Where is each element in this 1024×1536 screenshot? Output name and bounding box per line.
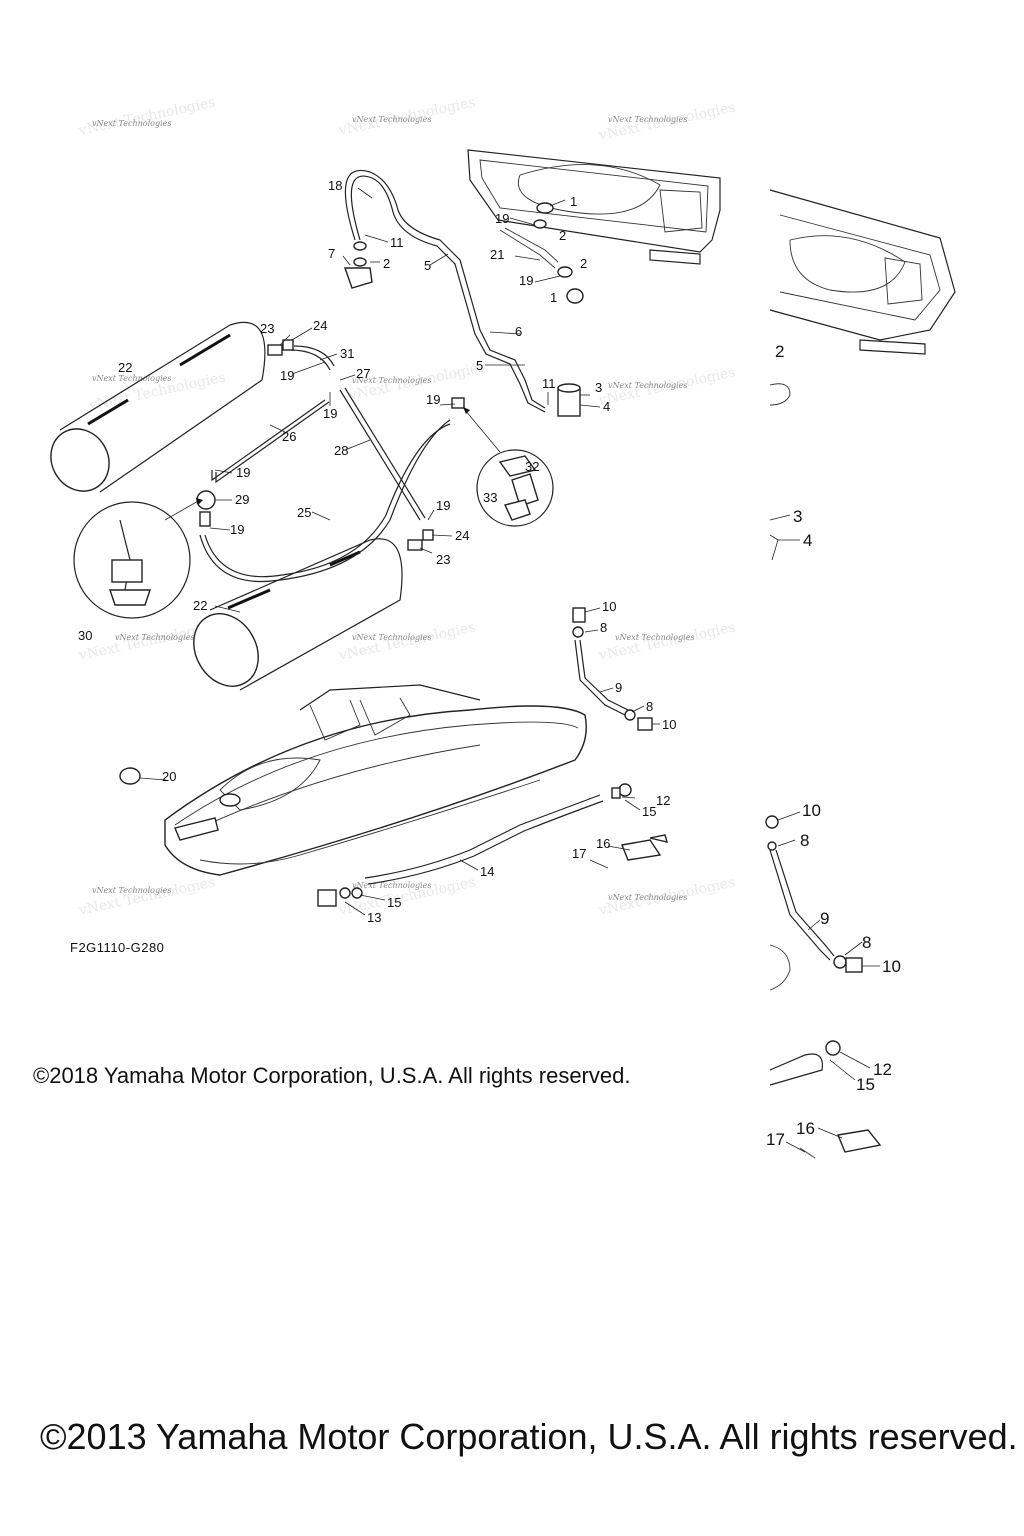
callout-5: 5 <box>424 258 431 273</box>
svg-text:vNext Technologies: vNext Technologies <box>77 874 217 919</box>
detail-callout-8b: 8 <box>862 933 871 952</box>
callout-2b: 2 <box>580 256 587 271</box>
callout-10b: 10 <box>662 717 676 732</box>
svg-text:vNext Technologies: vNext Technologies <box>352 633 431 642</box>
callout-23: 23 <box>260 321 274 336</box>
figure-code: F2G1110-G280 <box>70 940 165 955</box>
boat-hull <box>164 684 587 876</box>
copyright-2013: ©2013 Yamaha Motor Corporation, U.S.A. A… <box>40 1416 1018 1457</box>
callout-31: 31 <box>340 346 354 361</box>
vent-hoses <box>344 169 559 413</box>
callout-32: 32 <box>525 459 539 474</box>
callout-26: 26 <box>282 429 296 444</box>
detail-callout-15: 15 <box>856 1075 875 1094</box>
callout-3: 3 <box>595 380 602 395</box>
callout-25: 25 <box>297 505 311 520</box>
svg-text:vNext Technologies: vNext Technologies <box>77 94 217 139</box>
svg-text:vNext Technologies: vNext Technologies <box>352 881 431 890</box>
callout-19: 19 <box>495 211 509 226</box>
callout-labels: 1 1 2 2 2 3 4 5 5 6 7 8 8 9 10 10 11 11 … <box>78 178 676 925</box>
callout-19f: 19 <box>236 465 250 480</box>
callout-11: 11 <box>390 235 404 250</box>
copyright-2018: ©2018 Yamaha Motor Corporation, U.S.A. A… <box>33 1063 631 1088</box>
right-detail-crop <box>765 383 882 1159</box>
callout-22: 22 <box>118 360 132 375</box>
detail-callout-12: 12 <box>873 1060 892 1079</box>
svg-text:vNext Technologies: vNext Technologies <box>352 376 431 385</box>
callout-24b: 24 <box>455 528 469 543</box>
deck-tray-crop <box>769 189 956 355</box>
detail-callout-3: 3 <box>793 507 802 526</box>
svg-text:vNext Technologies: vNext Technologies <box>608 381 687 390</box>
callout-27: 27 <box>356 366 370 381</box>
connection-hoses <box>199 345 451 583</box>
callout-21: 21 <box>490 247 504 262</box>
callout-2c: 2 <box>383 256 390 271</box>
detail-callout-10: 10 <box>802 801 821 820</box>
callout-22b: 22 <box>193 598 207 613</box>
callout-19b: 19 <box>519 273 533 288</box>
svg-text:vNext Technologies: vNext Technologies <box>92 886 171 895</box>
callout-15: 15 <box>642 804 656 819</box>
callout-9: 9 <box>615 680 622 695</box>
detail-circle-valve <box>463 407 554 527</box>
deck-tray <box>467 149 721 265</box>
float-cylinder-upper <box>50 321 266 493</box>
callout-10: 10 <box>602 599 616 614</box>
callout-6: 6 <box>515 324 522 339</box>
svg-text:vNext Technologies: vNext Technologies <box>615 633 694 642</box>
callout-5b: 5 <box>476 358 483 373</box>
callout-30: 30 <box>78 628 92 643</box>
svg-text:vNext Technologies: vNext Technologies <box>608 893 687 902</box>
callout-2: 2 <box>559 228 566 243</box>
callout-19h: 19 <box>436 498 450 513</box>
callout-8b: 8 <box>646 699 653 714</box>
callout-24: 24 <box>313 318 327 333</box>
callout-19c: 19 <box>280 368 294 383</box>
watermark-labels: vNext Technologies vNext Technologies vN… <box>92 115 694 902</box>
callout-7: 7 <box>328 246 335 261</box>
detail-callout-10b: 10 <box>882 957 901 976</box>
detail-circle-pump <box>73 498 203 619</box>
leader-lines <box>139 187 880 1153</box>
detail-callout-4: 4 <box>803 531 812 550</box>
callout-19e: 19 <box>426 392 440 407</box>
callout-1: 1 <box>570 194 577 209</box>
detail-callout-labels: 2 3 4 10 8 9 8 10 12 15 16 17 <box>766 342 901 1149</box>
svg-text:vNext Technologies: vNext Technologies <box>608 115 687 124</box>
callout-19g: 19 <box>230 522 244 537</box>
callout-4: 4 <box>603 399 610 414</box>
svg-text:vNext Technologies: vNext Technologies <box>92 374 171 383</box>
callout-12: 12 <box>656 793 670 808</box>
svg-text:vNext Technologies: vNext Technologies <box>92 119 171 128</box>
svg-text:vNext Technologies: vNext Technologies <box>115 633 194 642</box>
detail-callout-16: 16 <box>796 1119 815 1138</box>
detail-callout-17: 17 <box>766 1130 785 1149</box>
callout-17: 17 <box>572 846 586 861</box>
callout-19d: 19 <box>323 406 337 421</box>
callout-33: 33 <box>483 490 497 505</box>
callout-20: 20 <box>162 769 176 784</box>
callout-28: 28 <box>334 443 348 458</box>
callout-8: 8 <box>600 620 607 635</box>
callout-1b: 1 <box>550 290 557 305</box>
callout-14: 14 <box>480 864 494 879</box>
callout-18: 18 <box>328 178 342 193</box>
callout-11b: 11 <box>542 376 556 391</box>
callout-13: 13 <box>367 910 381 925</box>
svg-text:vNext Technologies: vNext Technologies <box>352 115 431 124</box>
detail-callout-2: 2 <box>775 342 784 361</box>
callout-16: 16 <box>596 836 610 851</box>
fittings-top <box>344 202 584 417</box>
detail-callout-8: 8 <box>800 831 809 850</box>
callout-29: 29 <box>235 492 249 507</box>
float-cylinder-lower <box>193 538 403 691</box>
callout-15b: 15 <box>387 895 401 910</box>
detail-callout-9: 9 <box>820 909 829 928</box>
callout-23b: 23 <box>436 552 450 567</box>
